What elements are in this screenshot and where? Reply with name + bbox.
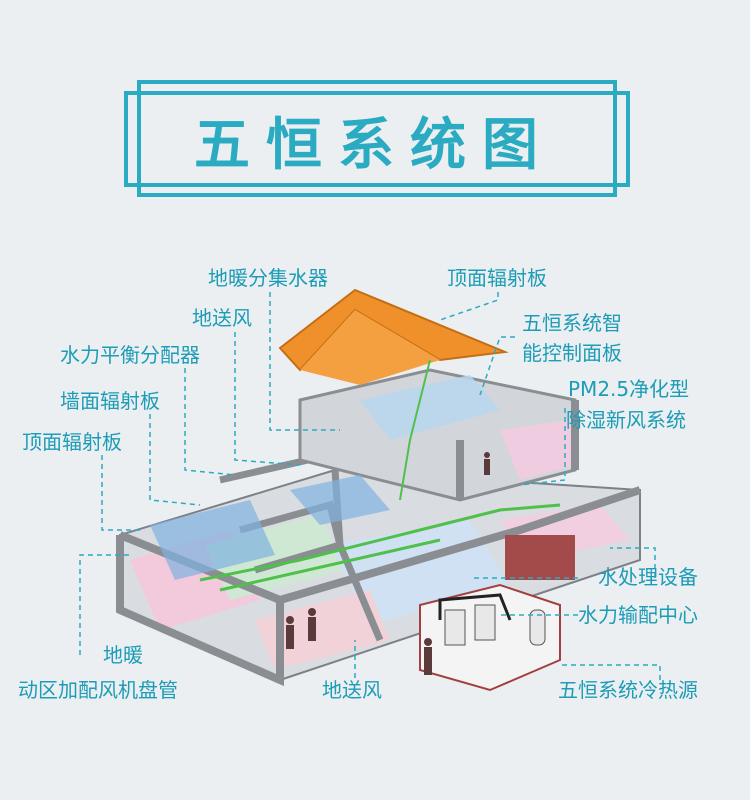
label-ceiling-panel-top: 顶面辐射板: [447, 266, 547, 290]
wall: [239, 500, 345, 574]
roof-front: [300, 310, 440, 385]
person: [424, 638, 432, 675]
green-pipe: [219, 538, 441, 592]
label-heat-source: 五恒系统冷热源: [558, 678, 698, 702]
title-frame-inner: [124, 91, 630, 187]
ceiling-radiant-panel: [290, 475, 390, 525]
page-title: 五恒系统图: [194, 112, 554, 178]
equipment-room-wall: [505, 535, 575, 580]
upper-room-blue: [360, 375, 500, 440]
water-tank: [529, 609, 546, 646]
leader-lines: [79, 292, 661, 680]
green-pipe: [199, 503, 561, 582]
floor-heating-zone-pink2: [255, 590, 390, 670]
label-hydraulic-distributor: 水力平衡分配器: [60, 343, 200, 367]
person: [484, 452, 490, 475]
label-wall-panel: 墙面辐射板: [60, 389, 160, 413]
label-floor-heating: 地暖: [103, 643, 143, 667]
label-water-treatment: 水处理设备: [598, 565, 698, 589]
label-floor-air-upper: 地送风: [192, 306, 252, 330]
equipment-unit: [444, 609, 466, 646]
equipment-unit: [474, 604, 496, 641]
label-ceiling-panel-left: 顶面辐射板: [22, 430, 122, 454]
label-control-panel-2: 能控制面板: [522, 341, 622, 365]
green-pipe: [399, 359, 431, 501]
label-floor-air-lower: 地送风: [322, 678, 382, 702]
label-fan-coil: 动区加配风机盘管: [18, 678, 178, 702]
wall: [116, 531, 284, 687]
title-frame-outer: [137, 80, 617, 197]
label-fresh-air-1: PM2.5净化型: [568, 377, 690, 401]
label-fresh-air-2: 除湿新风系统: [566, 408, 686, 432]
person: [308, 608, 316, 641]
label-hydraulic-center: 水力输配中心: [578, 603, 698, 627]
person: [286, 616, 294, 649]
pipe: [438, 593, 512, 621]
ceiling-radiant-panel: [150, 500, 275, 580]
label-floor-manifold: 地暖分集水器: [208, 266, 328, 290]
label-control-panel-1: 五恒系统智: [522, 311, 622, 335]
upper-room-pink: [500, 420, 575, 480]
wall: [278, 486, 642, 604]
